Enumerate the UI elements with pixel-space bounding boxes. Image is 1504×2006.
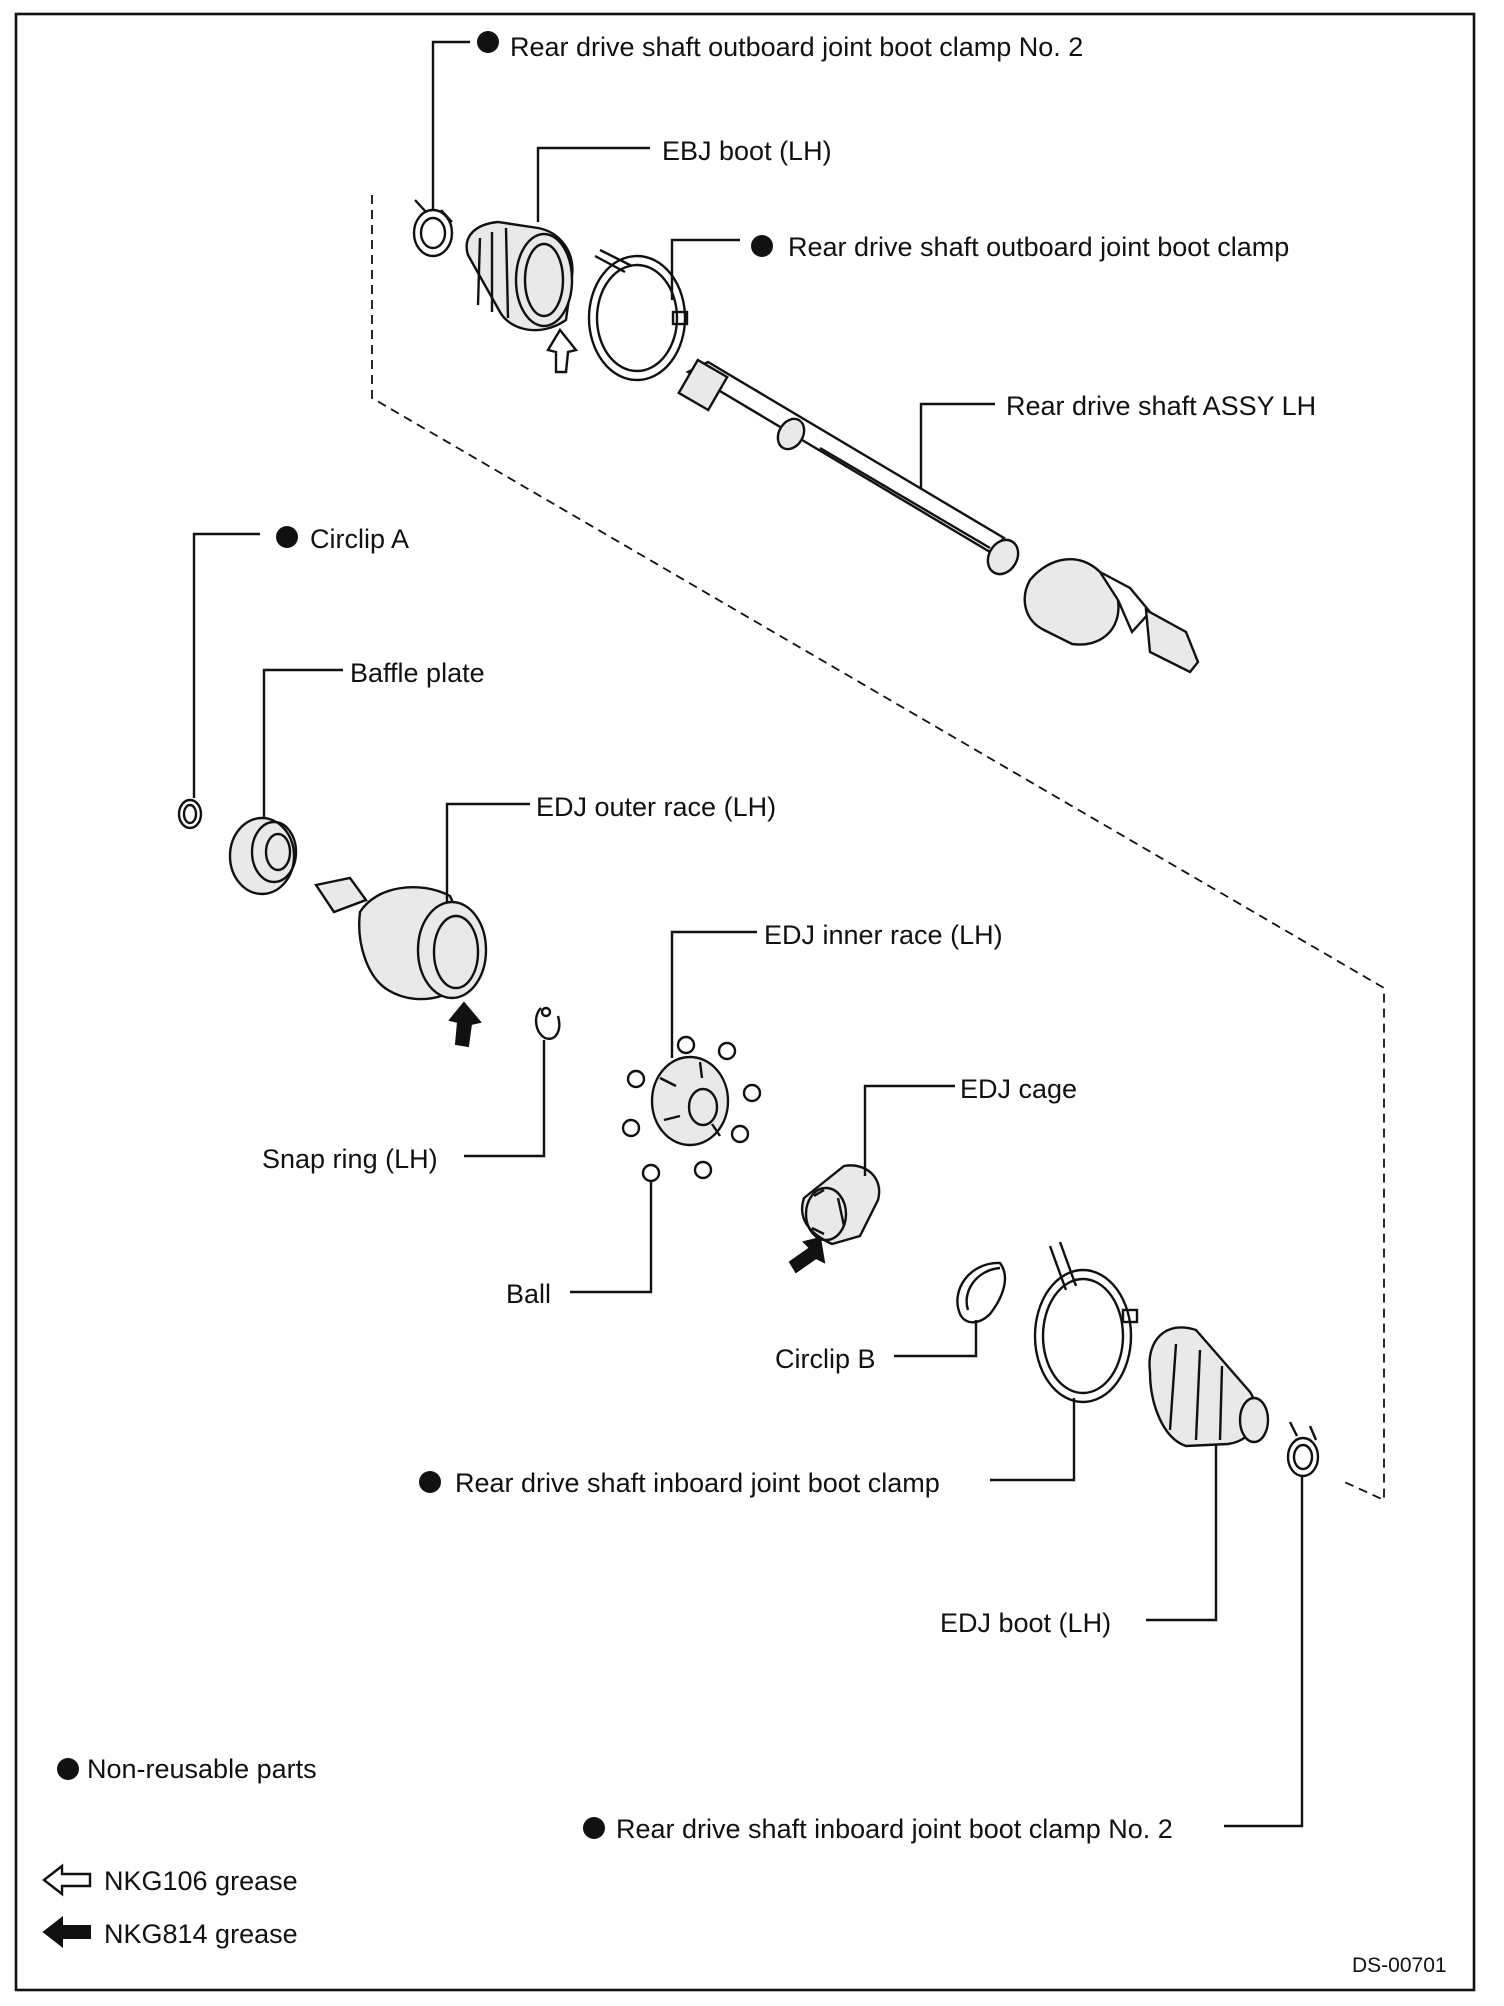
leader-ball: [570, 1182, 653, 1294]
leader-inboard-clamp-no2: [1224, 1476, 1304, 1828]
snap-ring-part: [534, 1006, 561, 1040]
label-outboard-clamp-no2: Rear drive shaft outboard joint boot cla…: [510, 32, 1083, 62]
leader-baffle-plate: [262, 668, 343, 818]
circlip-b-part: [956, 1261, 1007, 1324]
label-edj-inner-race: EDJ inner race (LH): [764, 920, 1003, 950]
legend-hollow-arrow-icon: [42, 1863, 92, 1897]
label-baffle-plate: Baffle plate: [350, 658, 485, 688]
label-outboard-clamp: Rear drive shaft outboard joint boot cla…: [788, 232, 1289, 262]
nkg814-grease-arrow-icon-cage: [788, 1236, 826, 1274]
ball-parts: [621, 1035, 762, 1183]
circlip-a-part: [177, 798, 203, 830]
non-reusable-marker-icon: [751, 235, 773, 257]
label-shaft-assy: Rear drive shaft ASSY LH: [1006, 391, 1316, 421]
non-reusable-marker-icon: [583, 1817, 605, 1839]
outboard-clamp-part: [587, 248, 689, 382]
legend: Non-reusable parts NKG106 grease NKG814 …: [42, 1754, 317, 1949]
inboard-clamp-part: [1033, 1241, 1139, 1404]
leader-inboard-clamp: [990, 1398, 1076, 1482]
legend-non-reusable-label: Non-reusable parts: [87, 1754, 317, 1784]
leader-edj-boot: [1146, 1444, 1218, 1622]
label-inboard-clamp-no2: Rear drive shaft inboard joint boot clam…: [616, 1814, 1173, 1844]
leader-circlip-a: [192, 532, 260, 798]
leader-shaft-assy: [919, 402, 995, 488]
baffle-plate-part: [228, 816, 298, 896]
label-inboard-clamp: Rear drive shaft inboard joint boot clam…: [455, 1468, 940, 1498]
leader-snap-ring: [464, 1040, 546, 1158]
label-circlip-b: Circlip B: [775, 1344, 876, 1374]
rear-drive-shaft-assy-part: [677, 358, 1200, 674]
label-ball: Ball: [506, 1279, 551, 1309]
nkg106-grease-arrow-icon: [546, 327, 579, 374]
legend-non-reusable-icon: [57, 1758, 79, 1780]
label-circlip-a: Circlip A: [310, 524, 409, 554]
label-ebj-boot: EBJ boot (LH): [662, 136, 832, 166]
leader-edj-inner-race: [670, 930, 757, 1058]
non-reusable-marker-icon: [276, 526, 298, 548]
legend-nkg814-label: NKG814 grease: [104, 1919, 298, 1949]
legend-nkg106-label: NKG106 grease: [104, 1866, 298, 1896]
edj-outer-race-part: [314, 876, 488, 1001]
leader-edj-outer-race: [445, 802, 530, 902]
non-reusable-marker-icon: [477, 31, 499, 53]
inboard-clamp-no2-part: [1286, 1421, 1320, 1478]
label-edj-cage: EDJ cage: [960, 1074, 1077, 1104]
leader-edj-cage: [863, 1084, 955, 1176]
label-snap-ring: Snap ring (LH): [262, 1144, 438, 1174]
leader-outboard-clamp-no2: [431, 40, 470, 210]
label-edj-boot: EDJ boot (LH): [940, 1608, 1111, 1638]
label-edj-outer-race: EDJ outer race (LH): [536, 792, 776, 822]
ebj-boot-part: [465, 220, 574, 332]
leader-ebj-boot: [536, 146, 650, 222]
edj-cage-part: [800, 1164, 881, 1246]
legend-solid-arrow-icon: [42, 1915, 91, 1949]
edj-boot-part: [1148, 1326, 1270, 1448]
non-reusable-marker-icon: [419, 1471, 441, 1493]
leader-circlip-b: [894, 1320, 978, 1358]
nkg814-grease-arrow-icon: [448, 1001, 482, 1048]
figure-code: DS-00701: [1352, 1954, 1447, 1977]
leader-outboard-clamp: [670, 238, 740, 300]
assembly-dashed-outline: [371, 195, 1385, 1502]
edj-inner-race-part: [650, 1055, 730, 1147]
page-frame: [14, 12, 1476, 1992]
